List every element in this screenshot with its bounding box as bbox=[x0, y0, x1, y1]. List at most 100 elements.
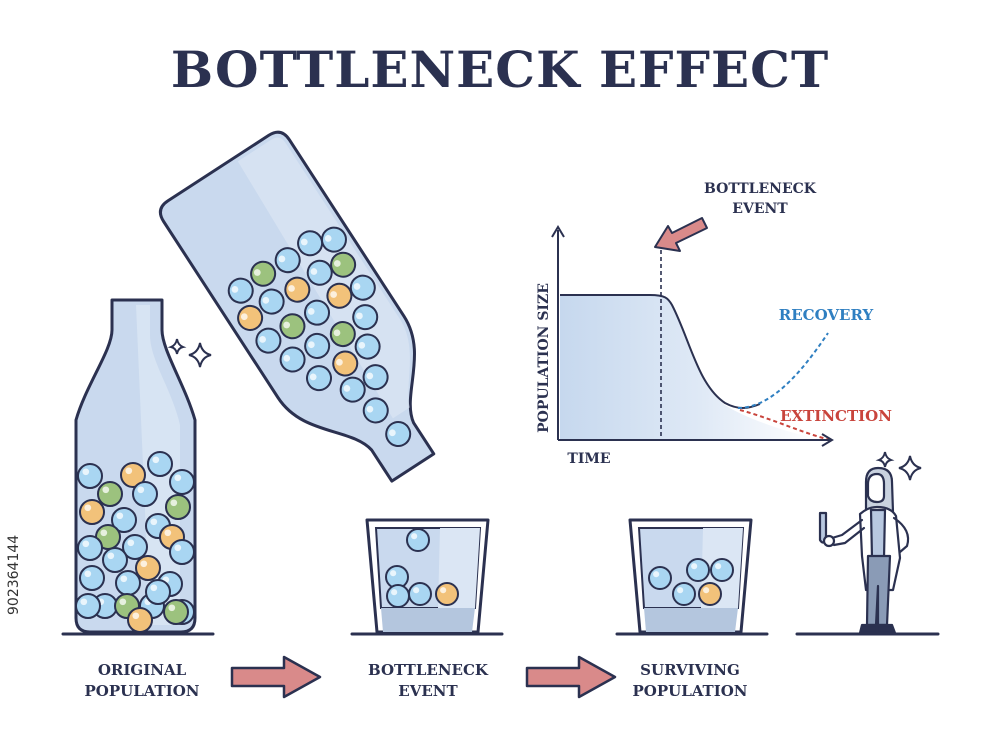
caption-surviving-line1: SURVIVING bbox=[640, 661, 740, 679]
marble-highlight bbox=[307, 341, 315, 349]
marble-highlight bbox=[231, 286, 239, 293]
marble bbox=[115, 570, 141, 596]
marble-highlight bbox=[150, 518, 158, 526]
marble bbox=[169, 469, 195, 495]
surviving-population-balls bbox=[648, 558, 734, 606]
marble-highlight bbox=[152, 456, 160, 464]
marble bbox=[274, 247, 301, 274]
marble-highlight bbox=[259, 336, 266, 343]
recovery-label: RECOVERY bbox=[779, 306, 874, 324]
marble-highlight bbox=[174, 544, 182, 552]
marble-highlight bbox=[127, 539, 135, 547]
marble bbox=[79, 499, 105, 525]
marble bbox=[97, 481, 123, 507]
marble-highlight bbox=[653, 571, 660, 578]
population-graph: BOTTLENECK EVENT POPULATION SIZE TIME RE… bbox=[536, 181, 892, 467]
marble-highlight bbox=[336, 358, 343, 366]
marble-highlight bbox=[262, 296, 270, 304]
marble bbox=[75, 593, 101, 619]
marble-highlight bbox=[356, 312, 363, 320]
sparkle-icon bbox=[167, 338, 212, 368]
marble bbox=[648, 566, 672, 590]
marble bbox=[329, 321, 356, 348]
event-pointer-arrow bbox=[654, 217, 708, 252]
marble-highlight bbox=[333, 329, 341, 337]
marble-highlight bbox=[174, 474, 182, 482]
marble-highlight bbox=[703, 587, 710, 594]
marble-highlight bbox=[283, 354, 291, 362]
marble bbox=[339, 376, 366, 403]
marble bbox=[354, 333, 381, 360]
marble bbox=[352, 304, 379, 331]
marble-highlight bbox=[253, 269, 261, 276]
marble bbox=[279, 346, 306, 373]
marble bbox=[77, 535, 103, 561]
caption-original-line1: ORIGINAL bbox=[97, 661, 187, 679]
marble-highlight bbox=[358, 341, 366, 349]
marble-highlight bbox=[309, 373, 317, 381]
tilted-bottle-balls bbox=[227, 226, 412, 448]
caption-surviving-population: SURVIVING POPULATION bbox=[600, 660, 780, 702]
marble-highlight bbox=[440, 587, 447, 594]
marble bbox=[332, 350, 359, 377]
marble-highlight bbox=[100, 529, 108, 537]
marble bbox=[408, 582, 432, 606]
marble bbox=[255, 327, 282, 354]
caption-original-line2: POPULATION bbox=[84, 682, 200, 700]
marble-highlight bbox=[310, 268, 318, 275]
marble bbox=[686, 558, 710, 582]
y-axis-label: POPULATION SIZE bbox=[536, 283, 552, 433]
marble-highlight bbox=[120, 575, 128, 583]
marble-highlight bbox=[288, 285, 295, 292]
scientist-figure bbox=[818, 466, 910, 635]
marble bbox=[435, 582, 459, 606]
marble-highlight bbox=[84, 504, 92, 512]
marble-highlight bbox=[164, 529, 172, 537]
marble bbox=[326, 282, 353, 309]
marble bbox=[102, 547, 128, 573]
caption-event-line1: BOTTLENECK bbox=[368, 661, 488, 679]
marble-highlight bbox=[391, 589, 398, 596]
marble bbox=[385, 421, 412, 448]
caption-event-line2: EVENT bbox=[398, 682, 458, 700]
marble-highlight bbox=[324, 235, 332, 242]
graph-event-label-line2: EVENT bbox=[732, 201, 788, 217]
marble-highlight bbox=[300, 238, 308, 246]
marble bbox=[362, 364, 389, 391]
marble bbox=[79, 565, 105, 591]
marble bbox=[362, 397, 389, 424]
marble bbox=[306, 259, 333, 286]
arrow-right-icon bbox=[230, 655, 322, 699]
marble-highlight bbox=[170, 499, 178, 507]
marble-highlight bbox=[389, 429, 396, 437]
marble bbox=[77, 463, 103, 489]
marble bbox=[165, 494, 191, 520]
marble bbox=[227, 277, 254, 304]
x-axis-label: TIME bbox=[567, 451, 610, 467]
marble-highlight bbox=[413, 587, 420, 594]
marble-highlight bbox=[125, 467, 133, 475]
marble bbox=[258, 288, 285, 315]
marble bbox=[349, 274, 376, 301]
caption-surviving-line2: POPULATION bbox=[632, 682, 748, 700]
marble-highlight bbox=[140, 560, 148, 568]
marble bbox=[169, 539, 195, 565]
marble-highlight bbox=[353, 283, 361, 290]
marble-highlight bbox=[307, 308, 315, 315]
marble bbox=[698, 582, 722, 606]
bottleneck-event-balls bbox=[385, 528, 459, 608]
marble-highlight bbox=[84, 570, 92, 578]
marble-highlight bbox=[240, 313, 248, 321]
extinction-label: EXTINCTION bbox=[780, 407, 892, 425]
marble bbox=[284, 276, 311, 303]
marble-highlight bbox=[343, 385, 351, 392]
marble bbox=[710, 558, 734, 582]
marble-highlight bbox=[82, 468, 90, 476]
extinction-curve bbox=[739, 409, 831, 441]
marble-highlight bbox=[333, 260, 341, 267]
sparkle-icon bbox=[875, 451, 922, 481]
marble bbox=[304, 332, 331, 359]
marble-highlight bbox=[107, 552, 115, 560]
